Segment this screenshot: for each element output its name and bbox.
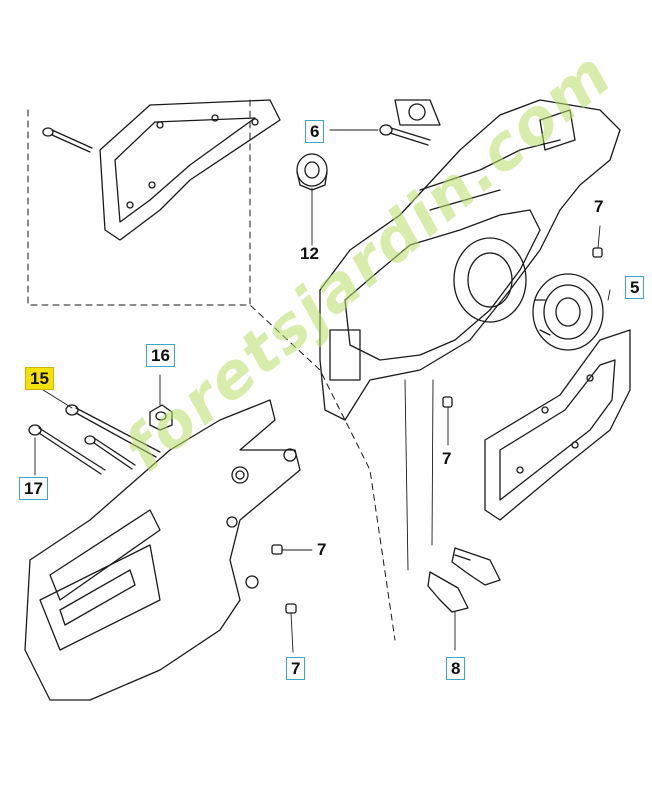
- dashed-separator: [27, 99, 396, 641]
- callout-8: 8: [446, 657, 466, 680]
- callout-6: 6: [305, 120, 325, 143]
- bolt-15: [65, 404, 161, 458]
- callout-7-bottom: 7: [286, 657, 306, 680]
- callout-15: 15: [25, 367, 54, 390]
- callout-12: 12: [300, 244, 319, 263]
- upper-gasket: [99, 99, 281, 241]
- nut-cover-a: [271, 544, 283, 555]
- nut-mid: [442, 396, 453, 408]
- callout-7-middle: 7: [442, 449, 452, 468]
- stud-b: [427, 571, 469, 613]
- callout-7-cover: 7: [317, 540, 327, 559]
- lower-right-gasket: [484, 329, 631, 521]
- bolt-6: [379, 124, 431, 146]
- callout-5: 5: [625, 276, 645, 299]
- bolt-top-left: [42, 127, 93, 153]
- bolt-17: [28, 424, 136, 475]
- callout-7-top-right: 7: [594, 197, 604, 216]
- leader-lines: [34, 129, 611, 653]
- oil-seal: [296, 153, 328, 191]
- nut-right-top: [592, 247, 603, 258]
- callout-16: 16: [146, 344, 175, 367]
- nut-cover-b: [285, 603, 297, 614]
- callout-17: 17: [19, 477, 48, 500]
- crankcase-half: [319, 99, 621, 421]
- stud-a: [451, 547, 501, 586]
- bearing: [532, 273, 604, 351]
- nut-16: [149, 404, 173, 431]
- clutch-cover: [24, 399, 301, 701]
